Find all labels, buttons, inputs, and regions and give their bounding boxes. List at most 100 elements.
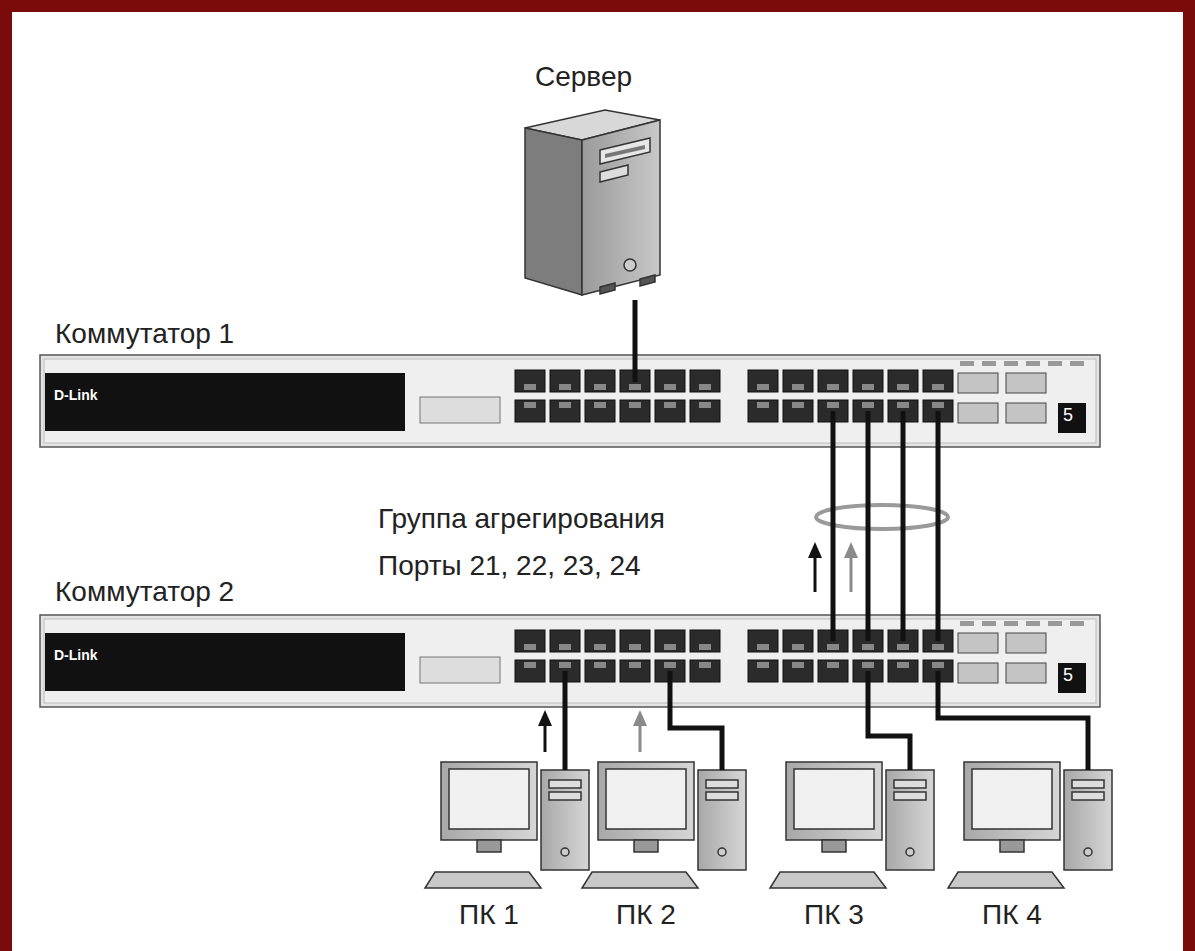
drawing-part <box>827 662 839 668</box>
drawing-part <box>827 402 839 408</box>
drawing-part <box>982 361 996 366</box>
drawing-part <box>699 644 711 650</box>
drawing-part <box>1026 621 1040 626</box>
drawing-part <box>982 621 996 626</box>
drawing-part <box>822 840 846 852</box>
cable-stub <box>633 315 638 382</box>
drawing-part <box>629 662 641 668</box>
drawing-part <box>420 657 500 683</box>
cable-stub <box>831 411 836 455</box>
drawing-part <box>699 662 711 668</box>
drawing-part <box>541 770 589 870</box>
pc-node: ПК 2 <box>586 755 751 945</box>
drawing-part <box>897 644 909 650</box>
pc-illustration <box>582 762 746 888</box>
drawing-part <box>515 630 545 652</box>
drawing-part <box>655 370 685 392</box>
device-label: ПК 3 <box>774 898 894 932</box>
drawing-part <box>690 400 720 422</box>
drawing-part <box>585 400 615 422</box>
drawing-part <box>757 662 769 668</box>
drawing-part <box>960 621 974 626</box>
device-label: Коммутатор 2 <box>55 575 234 609</box>
drawing-part <box>559 402 571 408</box>
drawing-part <box>1004 621 1018 626</box>
switch-node: Коммутатор 2 <box>40 575 1105 710</box>
cable-stub <box>901 411 906 455</box>
drawing-part <box>585 370 615 392</box>
drawing-part <box>1006 633 1046 653</box>
server-tower <box>525 110 660 295</box>
cable-stub <box>831 575 836 641</box>
drawing-part <box>690 660 720 682</box>
drawing-part <box>923 370 953 392</box>
drawing-part <box>964 762 1060 840</box>
drawing-part <box>664 644 676 650</box>
drawing-part <box>897 402 909 408</box>
drawing-part <box>783 630 813 652</box>
drawing-part <box>818 660 848 682</box>
drawing-part <box>1072 792 1104 800</box>
cable-stub <box>936 671 941 710</box>
drawing-part <box>827 644 839 650</box>
drawing-part <box>862 644 874 650</box>
cable-stub <box>563 671 568 710</box>
drawing-part <box>1058 663 1086 693</box>
drawing-part <box>862 384 874 390</box>
drawing-part <box>1064 770 1112 870</box>
drawing-part <box>1026 361 1040 366</box>
drawing-part <box>655 630 685 652</box>
drawing-part <box>958 633 998 653</box>
drawing-part <box>794 769 874 829</box>
network-cable <box>938 710 1088 755</box>
drawing-part <box>515 370 545 392</box>
drawing-part <box>894 792 926 800</box>
drawing-part <box>888 660 918 682</box>
drawing-part <box>524 662 536 668</box>
drawing-part <box>664 402 676 408</box>
network-cable <box>670 710 722 755</box>
drawing-part <box>594 384 606 390</box>
drawing-part <box>706 780 738 788</box>
network-cable <box>866 455 871 575</box>
drawing-part <box>524 384 536 390</box>
drawing-part <box>594 662 606 668</box>
drawing-part <box>45 633 405 691</box>
drawing-part <box>1084 848 1092 856</box>
drawing-part <box>664 384 676 390</box>
device-label: ПК 1 <box>429 898 549 932</box>
drawing-part <box>783 400 813 422</box>
drawing-part <box>40 615 1100 707</box>
cable-stub <box>908 755 913 770</box>
drawing-part <box>477 840 501 852</box>
network-cable <box>831 455 836 575</box>
drawing-part <box>441 762 537 840</box>
cable-stub <box>901 575 906 641</box>
drawing-part <box>655 400 685 422</box>
drawing-part <box>748 660 778 682</box>
drawing-part <box>862 662 874 668</box>
drawing-part <box>706 792 738 800</box>
pc-illustration <box>770 762 934 888</box>
cable-stub <box>866 411 871 455</box>
drawing-part <box>585 660 615 682</box>
drawing-part <box>629 384 641 390</box>
drawing-part <box>748 630 778 652</box>
drawing-part <box>1070 361 1084 366</box>
drawing-part <box>783 370 813 392</box>
cable-stub <box>866 671 871 710</box>
drawing-part <box>1048 621 1062 626</box>
drawing-part <box>1072 780 1104 788</box>
white-ground <box>12 12 1183 951</box>
pc-illustration <box>948 762 1112 888</box>
drawing-part <box>559 384 571 390</box>
cable-stub <box>720 755 725 770</box>
cable-stub <box>936 411 941 455</box>
drawing-part <box>582 872 698 888</box>
drawing-part <box>972 769 1052 829</box>
drawing-part <box>549 780 581 788</box>
drawing-part <box>1006 403 1046 423</box>
network-cable <box>633 300 638 315</box>
drawing-part <box>524 644 536 650</box>
